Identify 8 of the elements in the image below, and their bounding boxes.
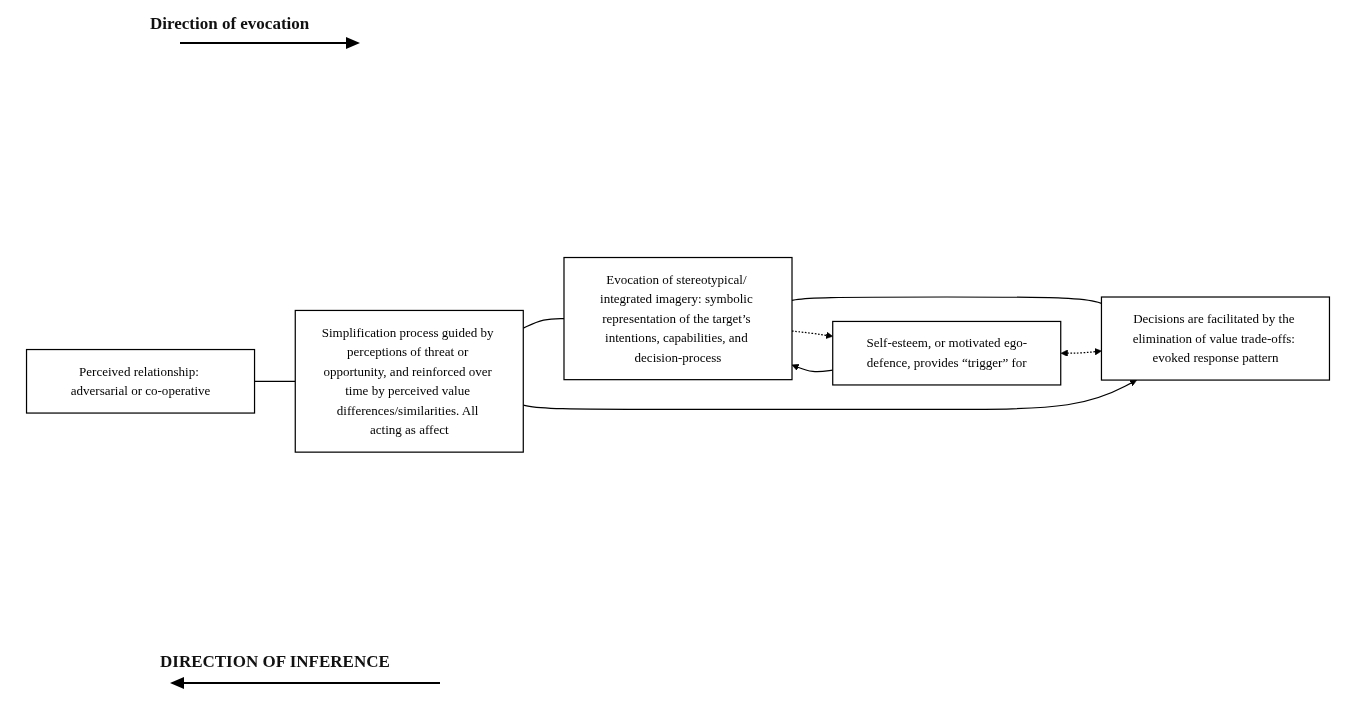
node-box: Evocation of stereotypical/ integrated imagery: symbolic representation of the target’s intentions, capabilities, and decision-process: [563, 257, 793, 381]
node-box: Decisions are facilitated by the elimination of value trade-offs: evoked response pattern: [1100, 296, 1331, 381]
node-box: Simplification process guided by perceptions of threat or opportunity, and reinforced over time by perceived value differences/similarities. All acting as affect: [294, 310, 524, 453]
node-box: Self-esteem, or motivated ego-defence, provides “trigger” for: [832, 321, 1062, 386]
direction-label: Direction of evocation: [150, 14, 310, 34]
direction-label: DIRECTION OF INFERENCE: [160, 652, 390, 672]
arrow: [1060, 348, 1102, 357]
node-box: Perceived relationship: adversarial or co-operative: [25, 349, 256, 414]
